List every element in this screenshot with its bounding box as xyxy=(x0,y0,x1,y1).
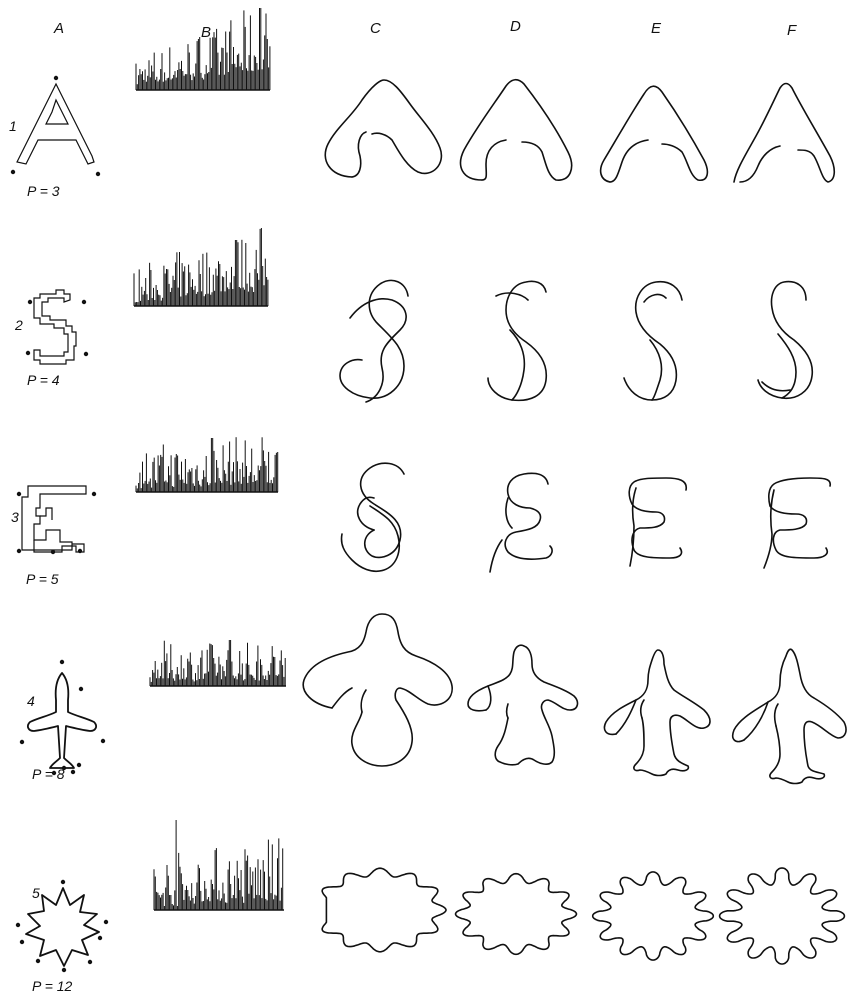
curve-a-stage-d xyxy=(461,80,572,180)
row-index-1: 1 xyxy=(9,118,17,134)
column-label-a: A xyxy=(53,20,64,37)
column-label-c: C xyxy=(370,20,381,37)
curve-e-stage-c xyxy=(341,463,404,571)
column-label-f: F xyxy=(787,22,797,39)
row-index-5: 5 xyxy=(32,885,40,901)
row-index-2: 2 xyxy=(14,317,23,333)
spike-histogram-row-2 xyxy=(134,228,268,306)
curve-e-stage-e xyxy=(629,478,686,566)
curve-s-stage-f xyxy=(758,282,812,399)
curve-star-stage-f xyxy=(720,868,845,964)
input-contour-star xyxy=(16,880,108,972)
spike-histogram-row-3 xyxy=(136,437,278,492)
spike-histogram-row-1 xyxy=(136,8,270,90)
row-index-4: 4 xyxy=(27,693,35,709)
curve-a-stage-c xyxy=(325,80,441,177)
input-contour-airplane xyxy=(20,660,105,775)
p-label-row-1: P = 3 xyxy=(27,183,60,199)
spike-histogram-row-4 xyxy=(150,640,286,686)
row-index-3: 3 xyxy=(11,509,19,525)
curve-airplane-stage-e xyxy=(604,650,710,776)
curve-star-stage-c xyxy=(322,868,446,952)
input-contour-e xyxy=(17,486,96,554)
column-label-d: D xyxy=(510,18,521,35)
curve-s-stage-e xyxy=(624,282,682,400)
curve-airplane-stage-c xyxy=(303,614,452,766)
curve-a-stage-f xyxy=(734,84,834,183)
p-label-row-2: P = 4 xyxy=(27,372,60,388)
curve-a-stage-e xyxy=(601,86,708,182)
curve-s-stage-c xyxy=(340,280,408,402)
column-label-e: E xyxy=(651,20,662,37)
p-label-row-5: P = 12 xyxy=(32,978,73,994)
curve-airplane-stage-f xyxy=(733,649,846,783)
input-contour-a xyxy=(11,76,100,176)
curve-e-stage-f xyxy=(764,478,830,568)
p-label-row-3: P = 5 xyxy=(26,571,59,587)
input-contour-s xyxy=(26,290,88,364)
column-label-b: B xyxy=(201,24,211,41)
curve-s-stage-d xyxy=(488,281,546,400)
curve-star-stage-d xyxy=(456,874,577,955)
curve-e-stage-d xyxy=(490,473,552,572)
curve-star-stage-e xyxy=(593,872,714,960)
curve-airplane-stage-d xyxy=(468,645,577,765)
spike-histogram-row-5 xyxy=(154,820,284,910)
